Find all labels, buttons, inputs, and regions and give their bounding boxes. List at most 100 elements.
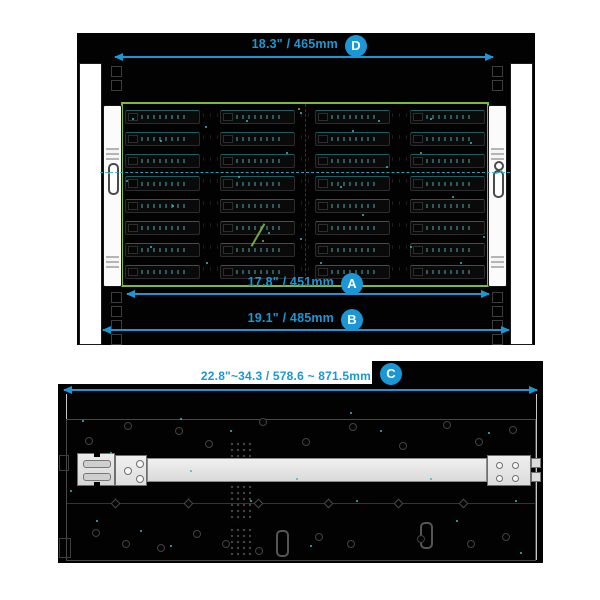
drive-bay-grid <box>123 104 487 285</box>
speckle <box>230 430 232 432</box>
dim-label-b: 19.1" / 485mm <box>247 311 334 325</box>
speckle <box>250 500 252 502</box>
dim-badge-b: B <box>341 309 363 331</box>
speckle <box>380 430 382 432</box>
speckle <box>160 140 162 142</box>
speckle <box>515 500 517 502</box>
speckle <box>126 180 128 182</box>
screw-head <box>302 438 310 446</box>
screw-head <box>315 533 323 541</box>
drive-tray <box>410 264 485 279</box>
speckle <box>180 418 182 420</box>
bracket-notch <box>94 453 100 457</box>
speckle <box>310 545 312 547</box>
screw-head <box>157 544 165 552</box>
drive-tray <box>220 220 295 235</box>
rail-front-bracket <box>77 453 115 486</box>
speckle <box>70 490 72 492</box>
speckle <box>246 120 248 122</box>
speckle <box>420 152 422 154</box>
speckle <box>190 470 192 472</box>
speckle <box>362 214 364 216</box>
drive-tray <box>220 198 295 213</box>
drive-tray <box>125 154 200 169</box>
ear-handle-slot <box>108 163 119 195</box>
drive-tray <box>220 176 295 191</box>
drive-tray <box>220 264 295 279</box>
screw-head <box>175 427 183 435</box>
bracket-slot <box>83 460 111 468</box>
screw-hole <box>136 460 144 468</box>
ear-shading <box>106 148 119 160</box>
screw-head <box>349 423 357 431</box>
drive-tray <box>315 264 390 279</box>
speckle <box>300 112 302 114</box>
dim-line-d <box>114 53 494 61</box>
dim-badge-a: A <box>341 273 363 295</box>
dim-label-a: 17.8" / 451mm <box>247 275 334 289</box>
rack-post-right <box>510 63 533 345</box>
speckle <box>456 520 458 522</box>
speckle <box>320 262 322 264</box>
drive-tray <box>315 132 390 147</box>
screw-head <box>255 547 263 555</box>
screw-hole <box>512 475 519 482</box>
screw-head <box>205 440 213 448</box>
perforation-dots <box>229 527 251 555</box>
drive-tray <box>125 220 200 235</box>
vertical-datum-line <box>305 104 306 286</box>
screw-head <box>467 540 475 548</box>
speckle <box>520 552 522 554</box>
screw-head <box>222 540 230 548</box>
rail-rear-tab <box>531 458 541 468</box>
dim-line-a <box>126 290 490 298</box>
arrowhead-right-icon <box>481 290 490 298</box>
speckle <box>488 432 490 434</box>
inner-slide-rail <box>147 458 487 482</box>
rail-seam-line <box>67 503 535 504</box>
rail-rear-tab <box>531 472 541 482</box>
screw-head <box>502 533 510 541</box>
rack-square-hole <box>111 306 122 317</box>
dim-badge-c: C <box>380 363 402 385</box>
speckle <box>340 186 342 188</box>
speckle <box>262 240 264 242</box>
drive-tray <box>315 176 390 191</box>
arrowhead-right-icon <box>485 53 494 61</box>
speckle <box>430 478 432 480</box>
dim-badge-d: D <box>345 35 367 57</box>
screw-hole <box>124 467 132 475</box>
drive-tray <box>125 242 200 257</box>
drive-tray <box>220 242 295 257</box>
screw-head <box>399 442 407 450</box>
arrowhead-left-icon <box>63 386 72 394</box>
speckle <box>460 262 462 264</box>
rail-slot <box>276 530 289 557</box>
speckle <box>96 520 98 522</box>
speckle <box>170 545 172 547</box>
screw-head <box>124 422 132 430</box>
speckle <box>268 232 270 234</box>
arrowhead-right-icon <box>529 386 538 394</box>
screw-hole <box>496 475 503 482</box>
screw-head <box>122 540 130 548</box>
rack-square-hole <box>492 292 503 303</box>
rack-square-hole <box>111 80 122 91</box>
screw-head <box>92 529 100 537</box>
screw-head <box>193 530 201 538</box>
drive-tray <box>315 198 390 213</box>
ear-shading <box>491 148 504 160</box>
ear-shading <box>106 256 119 268</box>
dim-line-b <box>102 326 510 334</box>
drive-tray <box>125 176 200 191</box>
outer-rail-outline <box>66 419 536 561</box>
perforation-dots <box>229 484 251 522</box>
screw-head <box>509 426 517 434</box>
speckle <box>496 172 498 174</box>
arrowhead-right-icon <box>501 326 510 334</box>
rail-rear-bracket <box>487 455 531 486</box>
speckle <box>286 152 288 154</box>
drive-tray <box>220 110 295 125</box>
speckle <box>410 246 412 248</box>
